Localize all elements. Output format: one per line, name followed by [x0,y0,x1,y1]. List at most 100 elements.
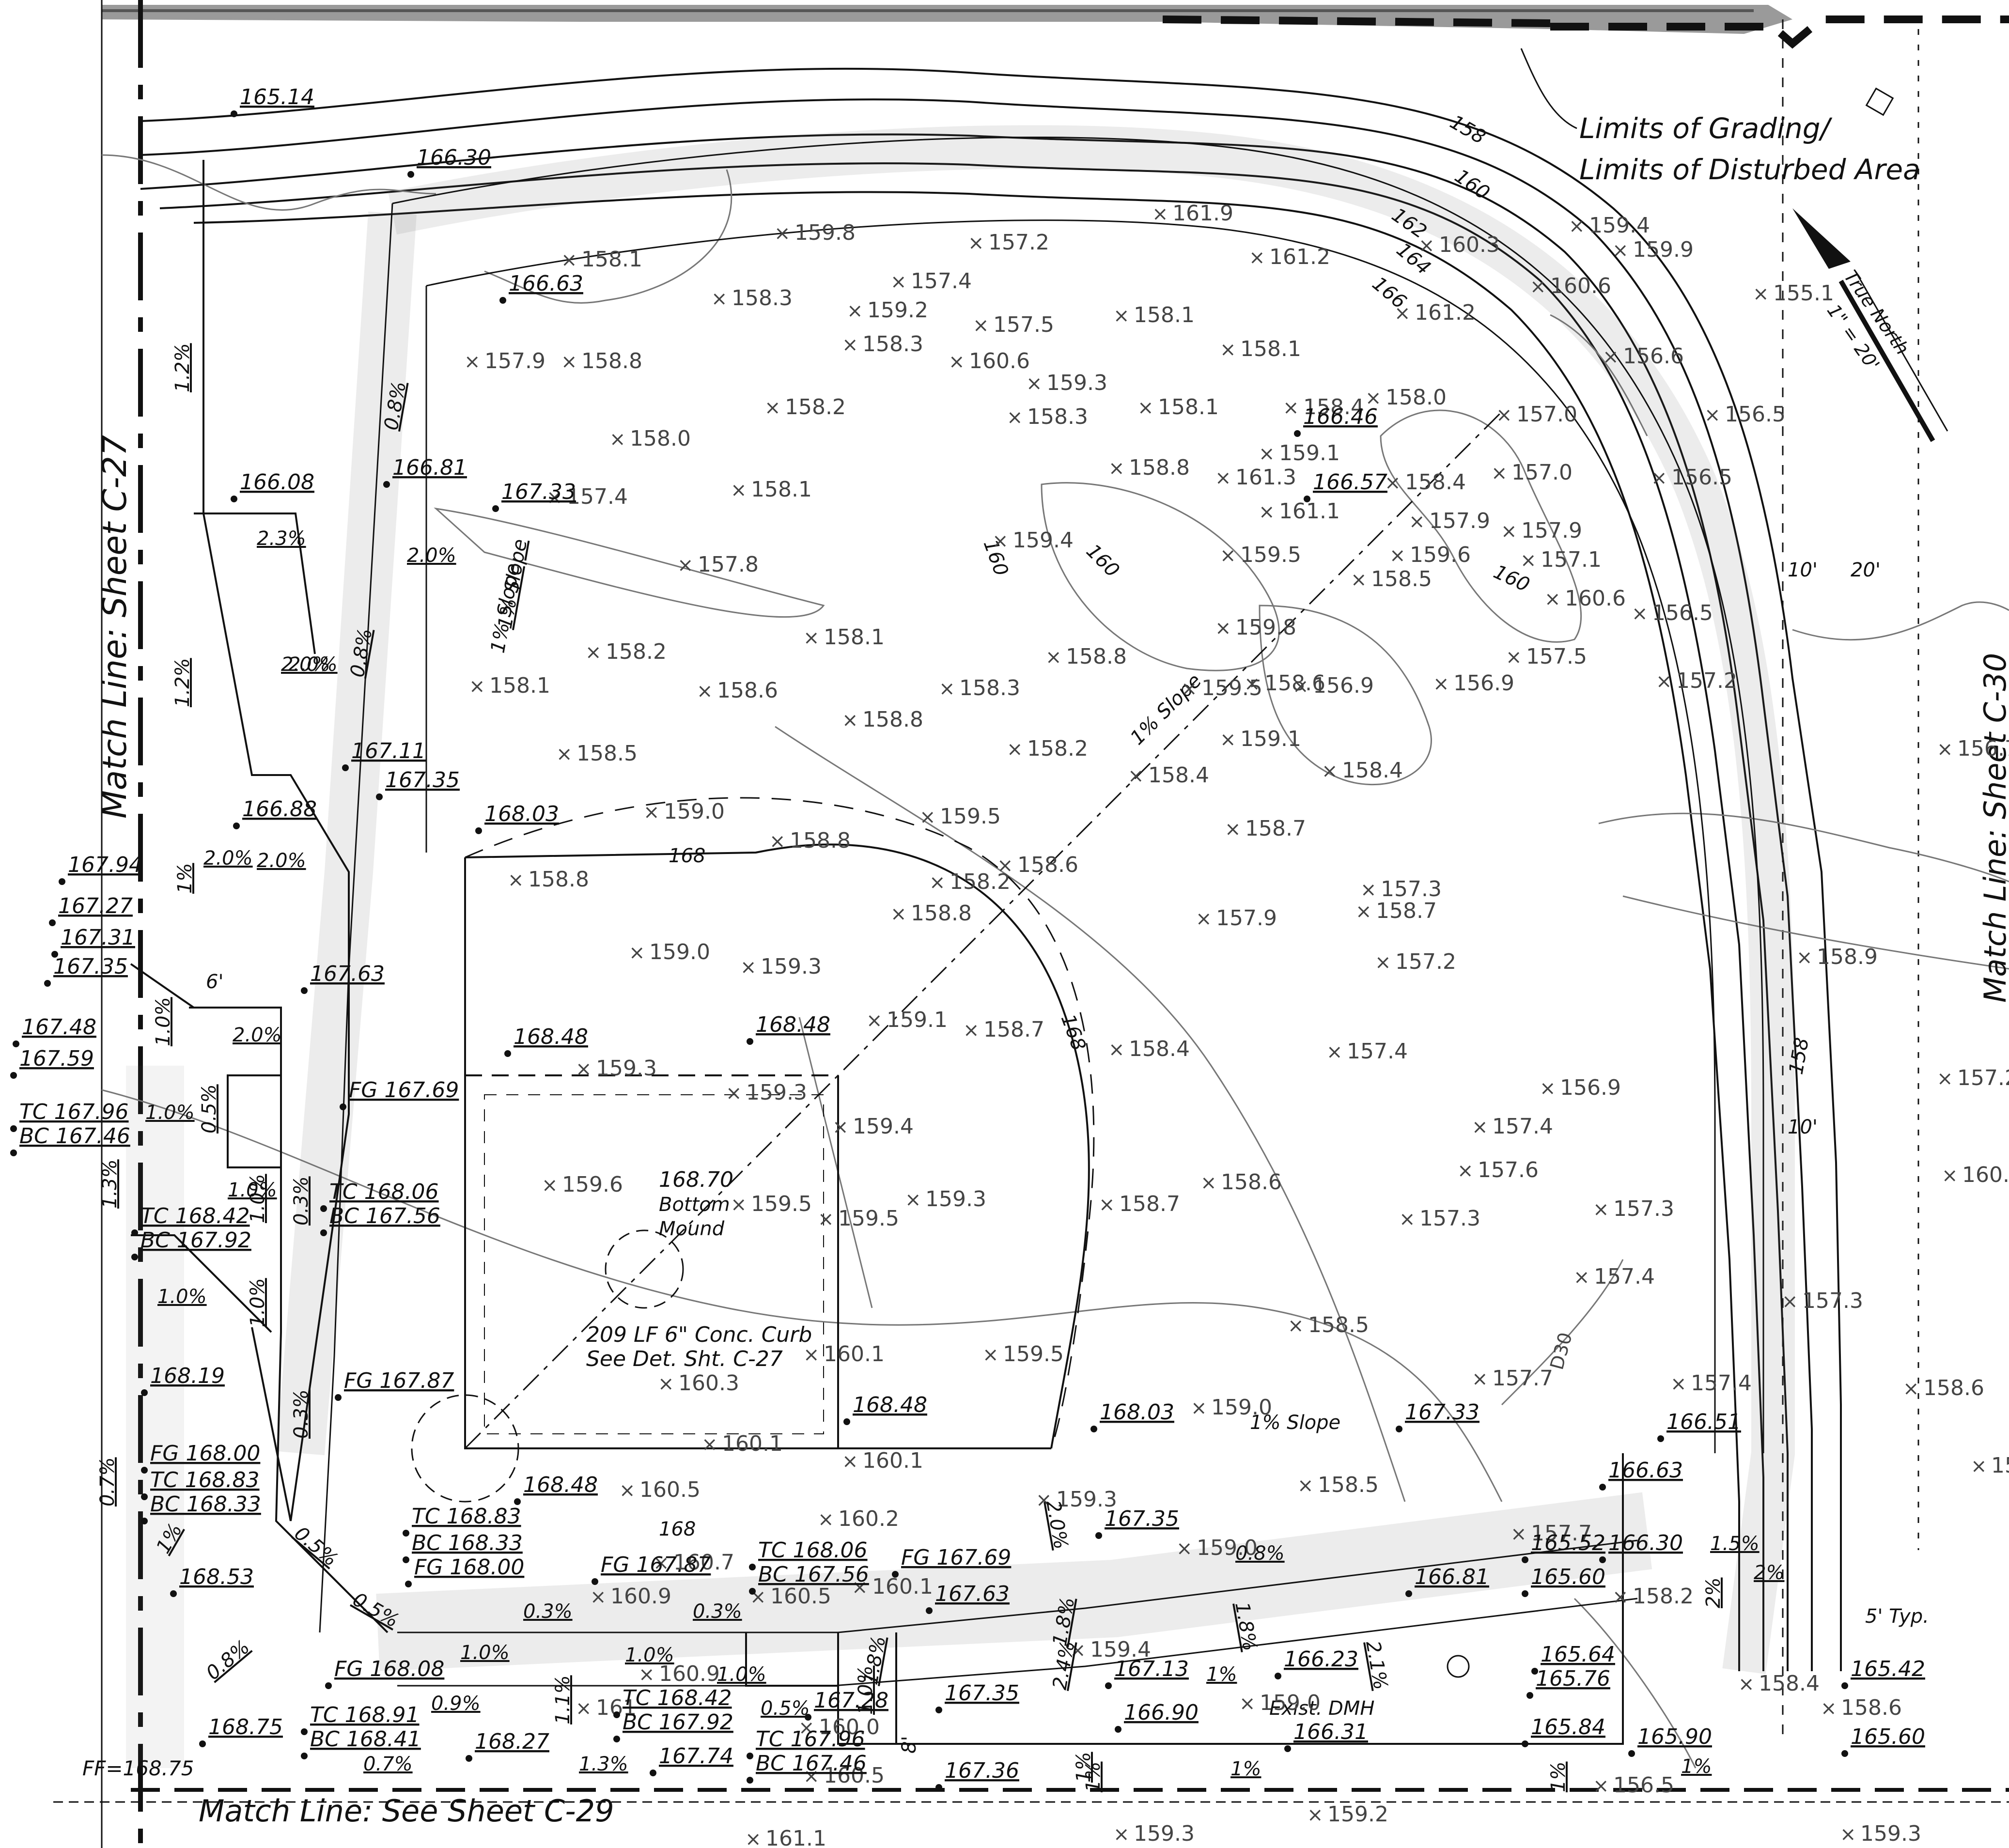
design-grade: 165.14 [240,85,314,109]
design-grade: 167.35 [1105,1506,1179,1531]
grade-point [131,1229,138,1236]
slope-callout: 1.0% [460,1642,510,1664]
svg-text:×: × [1108,1039,1125,1061]
design-grade: 168.75 [208,1715,283,1739]
svg-text:×: × [1738,1673,1755,1695]
svg-text:×: × [929,871,946,894]
svg-text:×: × [1360,879,1377,901]
spot-elevation: ×159.5 [982,1342,1064,1367]
spot-elevation: ×158.6 [697,678,778,703]
spot-elevation: ×160.6 [1544,586,1626,611]
spot-elevation-value: 159.9 [1633,237,1694,262]
spot-elevation-value: 158.1 [581,247,642,272]
spot-elevation: ×159.0 [1176,1536,1258,1560]
match-line-left-label: Match Line: Sheet C-27 [96,435,134,819]
spot-elevation: ×156.7 [1937,736,2009,761]
spot-elevation: ×159.3 [1036,1487,1117,1512]
grade-point [747,1777,753,1784]
dim-6ft: 6' [206,971,223,993]
svg-text:×: × [1200,1172,1217,1194]
spot-elevation: ×158.4 [1108,1037,1190,1061]
spot-elevation: ×157.9 [464,349,545,373]
spot-elevation: ×158.1 [561,247,642,272]
design-grade: BC 167.92 [623,1710,733,1735]
spot-elevation-value: 160.1 [862,1448,923,1473]
spot-elevation: ×157.3 [1782,1289,1863,1313]
spot-elevation-value: 160.1 [872,1574,933,1599]
spot-elevation: ×157.5 [1506,644,1587,669]
design-grade: 166.30 [417,145,491,170]
svg-text:×: × [1045,646,1062,668]
design-grade: TC 167.96 [756,1727,865,1752]
grade-point [335,1394,342,1401]
grade-point [1841,1750,1848,1757]
spot-elevation-value: 158.0 [1386,385,1447,410]
spot-elevation-value: 158.4 [1303,395,1364,419]
spot-elevation-value: 159.1 [1240,727,1301,751]
svg-text:×: × [1239,1693,1256,1715]
spot-elevation-value: 157.1 [1541,547,1602,572]
svg-text:×: × [1070,1639,1086,1662]
spot-elevation-value: 158.5 [1371,567,1432,591]
spot-elevation-value: 158.4 [1759,1671,1820,1696]
grade-point [747,1038,753,1045]
spot-elevation: ×160.0 [798,1715,880,1739]
spot-elevation-value: 157.3 [1802,1289,1863,1313]
spot-elevation-value: 159.3 [1046,371,1107,395]
contour-label: 158 [1446,111,1489,149]
grade-point [141,1389,148,1396]
svg-text:×: × [1496,404,1512,426]
grade-point [892,1571,899,1578]
grade-point [504,1050,511,1057]
spot-elevation-value: 157.2 [1957,1066,2009,1090]
spot-elevation: ×158.7 [1099,1192,1180,1216]
spot-elevation-value: 159.4 [1090,1637,1151,1662]
spot-elevation: ×159.1 [1220,727,1301,751]
spot-elevation: ×159.2 [847,298,928,323]
spot-elevation: ×159.4 [1070,1637,1151,1662]
design-grade: 167.35 [385,768,460,792]
spot-elevation: ×160.6 [949,349,1030,373]
design-grade: 166.57 [1313,470,1387,495]
design-grade: 165.42 [1851,1657,1925,1681]
baseball-infield [411,411,1503,1503]
grade-point [1657,1435,1664,1442]
spot-elevation-value: 156.5 [1613,1773,1674,1798]
grade-point [170,1590,177,1597]
spot-elevation: ×159.9 [1612,237,1694,262]
slope-callout: 0.7% [363,1753,413,1775]
grade-point [926,1607,933,1614]
spot-elevation-value: 157.4 [1492,1114,1553,1139]
contour-label: 168 [659,1518,696,1540]
spot-elevation-value: 158.8 [911,901,972,926]
spot-elevation-value: 159.3 [1134,1821,1195,1846]
spot-elevation: ×160.3 [1418,233,1500,257]
svg-text:×: × [1108,457,1125,480]
spot-elevation-value: 157.9 [1521,518,1582,543]
svg-text:×: × [939,678,955,700]
svg-text:×: × [832,1116,849,1138]
svg-text:×: × [1612,1586,1629,1608]
spot-elevation: ×158.3 [1007,404,1088,429]
spot-elevation: ×157.4 [890,269,972,294]
design-grade: 167.31 [61,925,135,950]
grade-point [1405,1590,1412,1597]
svg-text:×: × [842,709,858,731]
grade-point [301,1753,308,1759]
spot-elevation: ×161.2 [1249,245,1330,269]
design-grade: 166.30 [1608,1531,1683,1555]
svg-text:×: × [711,288,728,310]
svg-text:×: × [852,1576,868,1599]
svg-text:×: × [619,1479,636,1502]
svg-text:×: × [1137,397,1154,419]
spot-elevation-value: 158.2 [1633,1584,1694,1609]
design-grade: 166.46 [1303,404,1378,429]
dim-5ft-typ: 5' Typ. [1865,1605,1929,1628]
svg-text:×: × [890,903,907,925]
spot-elevation-value: 156.6 [1623,344,1684,369]
spot-elevation: ×158.2 [764,395,846,419]
svg-text:×: × [919,806,936,828]
spot-elevation: ×161.2 [1394,300,1476,325]
svg-text:×: × [1307,1804,1324,1826]
spot-elevation-value: 157.9 [484,349,545,373]
